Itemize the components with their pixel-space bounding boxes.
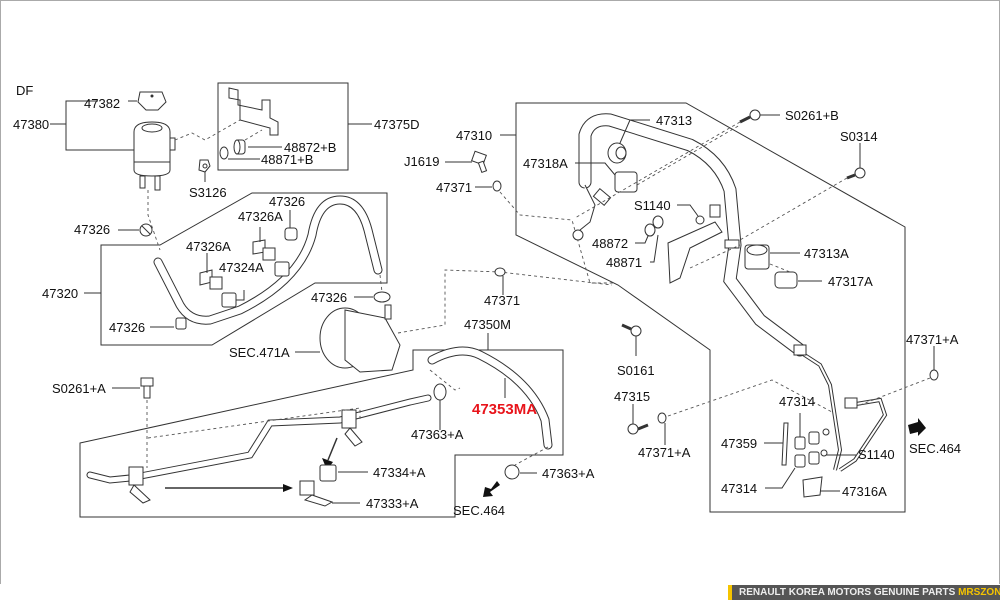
part-label-47326[interactable]: 47326 [269, 194, 305, 209]
bolt-S1140-icon [695, 215, 705, 225]
grommet-48872-icon [233, 139, 246, 155]
part-label-47333A[interactable]: 47333+A [366, 496, 419, 511]
o-ring-icon [494, 267, 506, 277]
o-ring-icon [657, 412, 667, 424]
part-label-47314[interactable]: 47314 [721, 481, 757, 496]
part-label-47313[interactable]: 47313 [656, 113, 692, 128]
arrow-to-sec464-icon [483, 481, 500, 497]
bracket-47326A-icon [252, 239, 276, 261]
bolt-S1140-icon [820, 428, 830, 457]
section-ref-SEC464[interactable]: SEC.464 [909, 441, 961, 456]
bolt-S0314-icon [846, 167, 866, 180]
variant-label: DF [16, 83, 33, 98]
highlighted-part-label-47353MA[interactable]: 47353MA [472, 401, 537, 418]
insulator-47324A-icon [221, 261, 290, 308]
part-label-47313A[interactable]: 47313A [804, 246, 849, 261]
bracket-47333A-icon [299, 480, 334, 507]
group-box-47320 [100, 192, 388, 346]
section-ref-SEC471A[interactable]: SEC.471A [229, 345, 290, 360]
hose-clamp-icon [504, 464, 520, 480]
part-label-47371A[interactable]: 47371+A [638, 445, 691, 460]
bracket-47316A-icon [802, 476, 823, 498]
grommet-47313A-icon [744, 244, 770, 270]
hose-clamp-icon [433, 383, 447, 401]
hose-fitting-icon [724, 239, 858, 409]
hose-clamp-icon [175, 317, 187, 330]
hose-clamp-icon [284, 227, 298, 241]
part-label-S1140[interactable]: S1140 [858, 447, 895, 462]
grommet-48871-icon [219, 146, 229, 160]
hose-clamp-icon [139, 223, 153, 237]
hose-clamp-icon [373, 291, 391, 303]
reservoir-cap-icon [137, 91, 167, 111]
hose-bracket-icon [667, 204, 723, 284]
group-box-47350M [79, 349, 564, 518]
part-label-48871B[interactable]: 48871+B [261, 152, 313, 167]
part-label-47371[interactable]: 47371 [436, 180, 472, 195]
ring-47313-icon [607, 142, 627, 164]
group-box-47310 [515, 102, 906, 513]
reservoir-tank-icon [133, 121, 176, 191]
bracket-47326A-icon [199, 269, 223, 290]
part-label-47359[interactable]: 47359 [721, 436, 757, 451]
insulator-47334A-icon [319, 464, 337, 482]
arrow-to-sec464-icon [908, 418, 926, 436]
grommet-48872-icon [644, 215, 664, 237]
bolt-S0261A-icon [140, 377, 154, 399]
part-label-S0161[interactable]: S0161 [617, 363, 655, 378]
part-label-47382[interactable]: 47382 [84, 96, 120, 111]
footer-banner: RENAULT KOREA MOTORS GENUINE PARTS MRSZO… [728, 585, 1000, 600]
part-label-47316A[interactable]: 47316A [842, 484, 887, 499]
part-label-47380[interactable]: 47380 [13, 117, 49, 132]
part-label-S3126[interactable]: S3126 [189, 185, 227, 200]
part-label-47324A[interactable]: 47324A [219, 260, 264, 275]
part-label-48872[interactable]: 48872 [592, 236, 628, 251]
part-label-47317A[interactable]: 47317A [828, 274, 873, 289]
part-label-48871[interactable]: 48871 [606, 255, 642, 270]
footer-brand: MRSZONE [958, 587, 1000, 598]
clamp-47317A-icon [774, 271, 798, 289]
part-label-47371A[interactable]: 47371+A [906, 332, 959, 347]
footer-text: RENAULT KOREA MOTORS GENUINE PARTS [739, 587, 956, 598]
part-label-S1140[interactable]: S1140 [634, 198, 671, 213]
part-label-J1619[interactable]: J1619 [404, 154, 439, 169]
part-label-47310[interactable]: 47310 [456, 128, 492, 143]
nut-icon [198, 159, 211, 173]
bolt-J1619-icon [471, 150, 488, 174]
part-label-47334A[interactable]: 47334+A [373, 465, 426, 480]
o-ring-icon [492, 180, 502, 192]
part-label-47326A[interactable]: 47326A [238, 209, 283, 224]
part-label-47326[interactable]: 47326 [109, 320, 145, 335]
group-box-47375D [217, 82, 349, 171]
part-label-47315[interactable]: 47315 [614, 389, 650, 404]
part-label-S0261B[interactable]: S0261+B [785, 108, 839, 123]
part-label-47326A[interactable]: 47326A [186, 239, 231, 254]
part-label-47363A[interactable]: 47363+A [542, 466, 595, 481]
part-label-47363A[interactable]: 47363+A [411, 427, 464, 442]
tube-clamp-47359-icon [781, 422, 789, 466]
part-label-47314[interactable]: 47314 [779, 394, 815, 409]
part-label-47318A[interactable]: 47318A [523, 156, 568, 171]
power-steering-pump-icon [319, 304, 401, 373]
part-label-47320[interactable]: 47320 [42, 286, 78, 301]
bracket-icon [228, 87, 279, 136]
part-label-S0261A[interactable]: S0261+A [52, 381, 106, 396]
clip-47318A-icon [614, 171, 638, 193]
part-label-47326[interactable]: 47326 [311, 290, 347, 305]
part-label-47350M[interactable]: 47350M [464, 317, 511, 332]
part-label-S0314[interactable]: S0314 [840, 129, 878, 144]
tube-bracket-icon [128, 409, 363, 504]
part-label-47375D[interactable]: 47375D [374, 117, 420, 132]
part-label-48872B[interactable]: 48872+B [284, 140, 336, 155]
section-ref-SEC464[interactable]: SEC.464 [453, 503, 505, 518]
tube-clamp-47314-icon [794, 431, 820, 468]
bolt-S0161-icon [621, 323, 642, 337]
part-label-47371[interactable]: 47371 [484, 293, 520, 308]
bolt-47315-icon [627, 423, 649, 435]
bolt-S0261B-icon [739, 109, 761, 124]
part-label-47326[interactable]: 47326 [74, 222, 110, 237]
o-ring-icon [929, 369, 939, 381]
